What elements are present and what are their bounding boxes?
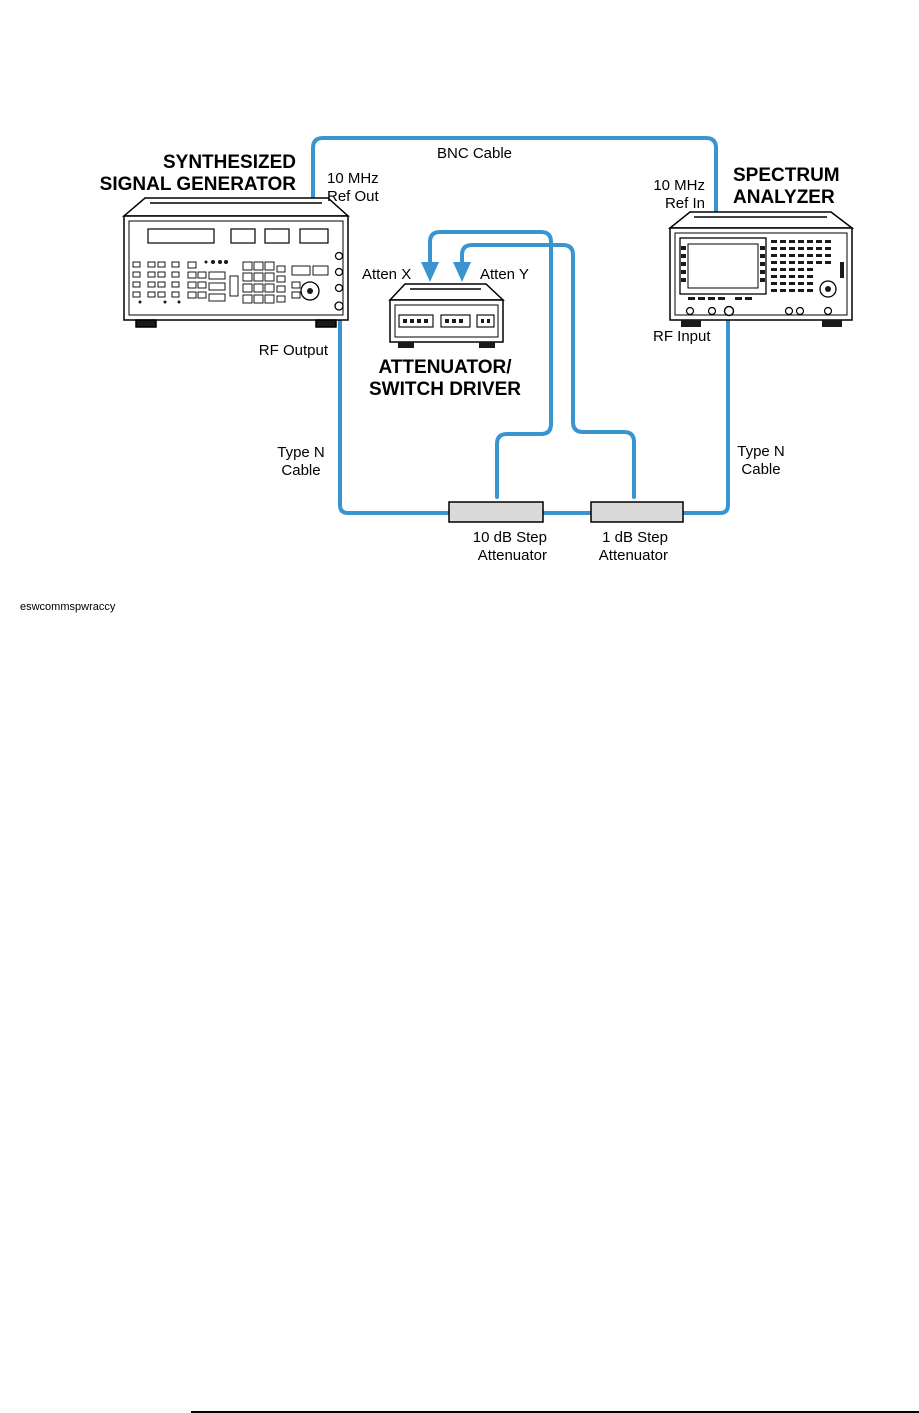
type-n-left-line1: Type N <box>266 444 336 462</box>
rf-output-connector <box>335 302 343 310</box>
signal-generator-title-line1: SYNTHESIZED <box>90 152 296 174</box>
step-10db-line2: Attenuator <box>430 547 547 565</box>
step-1db-line2: Attenuator <box>570 547 668 565</box>
type-n-left-line2: Cable <box>266 462 336 480</box>
attenuator-driver-title-line1: ATTENUATOR/ <box>350 357 540 379</box>
type-n-cable-right-label: Type N Cable <box>726 443 796 479</box>
figure-id: eswcommspwraccy <box>20 601 115 614</box>
ref-in-line2: Ref In <box>630 195 705 213</box>
ref-in-line1: 10 MHz <box>630 177 705 195</box>
atten-y-label: Atten Y <box>480 266 529 284</box>
attenuator-switch-driver <box>390 284 503 348</box>
atten-x-arrowhead <box>421 262 439 282</box>
attenuator-driver-title-line2: SWITCH DRIVER <box>350 379 540 401</box>
step-attenuator-1db <box>591 502 683 522</box>
spectrum-analyzer <box>670 212 852 327</box>
ref-out-line2: Ref Out <box>327 188 379 206</box>
spectrum-analyzer-title-line1: SPECTRUM <box>733 165 840 187</box>
atten-y-arrowhead <box>453 262 471 282</box>
step-1db-line1: 1 dB Step <box>570 529 668 547</box>
ref-in-label: 10 MHz Ref In <box>630 177 705 213</box>
step-10db-line1: 10 dB Step <box>430 529 547 547</box>
type-n-cable-left-label: Type N Cable <box>266 444 336 480</box>
ref-out-label: 10 MHz Ref Out <box>327 170 379 206</box>
ref-out-line1: 10 MHz <box>327 170 379 188</box>
step-1db-label: 1 dB Step Attenuator <box>570 529 668 565</box>
signal-generator-title: SYNTHESIZED SIGNAL GENERATOR <box>90 152 296 196</box>
spectrum-analyzer-title-line2: ANALYZER <box>733 187 840 209</box>
rf-output-label: RF Output <box>228 342 328 360</box>
type-n-right-line1: Type N <box>726 443 796 461</box>
rf-input-connector <box>725 307 734 316</box>
atten-x-label: Atten X <box>362 266 411 284</box>
rf-input-label: RF Input <box>653 328 711 346</box>
type-n-right-line2: Cable <box>726 461 796 479</box>
step-attenuator-10db <box>449 502 543 522</box>
step-10db-label: 10 dB Step Attenuator <box>430 529 547 565</box>
signal-generator <box>124 198 348 327</box>
attenuator-driver-title: ATTENUATOR/ SWITCH DRIVER <box>350 357 540 401</box>
signal-generator-title-line2: SIGNAL GENERATOR <box>90 174 296 196</box>
bnc-cable-label: BNC Cable <box>437 145 512 163</box>
spectrum-analyzer-title: SPECTRUM ANALYZER <box>733 165 840 209</box>
